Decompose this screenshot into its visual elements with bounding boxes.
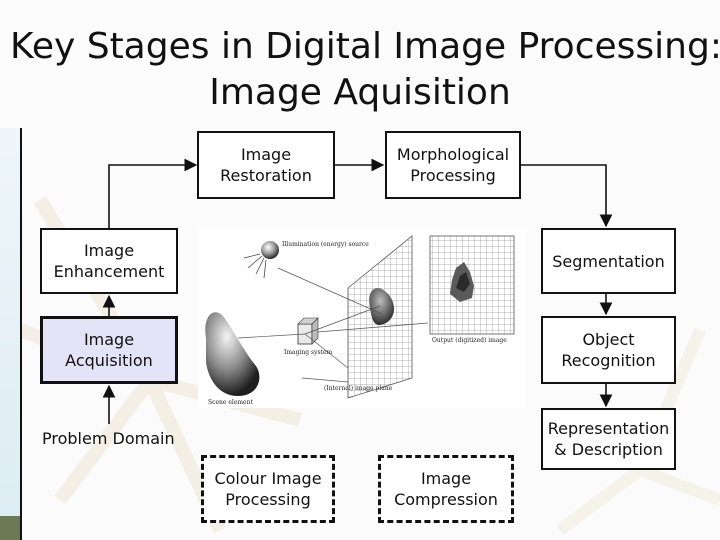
- label-illumination-source: Illumination (energy) source: [282, 241, 369, 248]
- stage-representation-description-label: Representation & Description: [547, 419, 670, 459]
- label-image-plane: (Internal) image plane: [324, 385, 393, 392]
- projected-object: [369, 288, 394, 326]
- label-imaging-system: Imaging system: [284, 349, 333, 356]
- stage-object-recognition-label: Object Recognition: [561, 330, 656, 370]
- stage-colour-image-processing-label: Colour Image Processing: [214, 469, 322, 509]
- problem-domain-label: Problem Domain: [42, 429, 175, 448]
- label-scene-element: Scene element: [208, 399, 253, 406]
- stage-image-restoration-label: Image Restoration: [220, 145, 312, 185]
- stage-image-acquisition: Image Acquisition: [40, 316, 178, 384]
- left-side-bar: [0, 128, 22, 540]
- scene-element: [205, 312, 260, 396]
- title-line-1: Key Stages in Digital Image Processing:: [10, 26, 720, 67]
- slide-title: Key Stages in Digital Image Processing: …: [10, 24, 720, 116]
- stage-morphological-processing: Morphological Processing: [385, 131, 521, 199]
- illumination-source: [261, 241, 279, 259]
- stage-segmentation-label: Segmentation: [552, 251, 665, 271]
- stage-representation-description: Representation & Description: [541, 408, 676, 470]
- stage-image-compression: Image Compression: [378, 455, 514, 523]
- stage-segmentation: Segmentation: [541, 228, 676, 294]
- title-line-2: Image Aquisition: [209, 72, 511, 113]
- stage-object-recognition: Object Recognition: [541, 316, 676, 384]
- stage-morphological-processing-label: Morphological Processing: [396, 145, 510, 185]
- stage-image-enhancement: Image Enhancement: [40, 228, 178, 294]
- stage-colour-image-processing: Colour Image Processing: [201, 455, 335, 523]
- stage-image-acquisition-label: Image Acquisition: [65, 330, 153, 370]
- label-output-image: Output (digitized) image: [432, 337, 507, 344]
- stage-image-restoration: Image Restoration: [197, 131, 335, 199]
- stage-image-enhancement-label: Image Enhancement: [53, 241, 165, 281]
- left-side-bar-tab: [0, 516, 20, 540]
- stage-image-compression-label: Image Compression: [394, 469, 498, 509]
- acquisition-illustration: Illumination (energy) source Output (dig…: [198, 228, 526, 408]
